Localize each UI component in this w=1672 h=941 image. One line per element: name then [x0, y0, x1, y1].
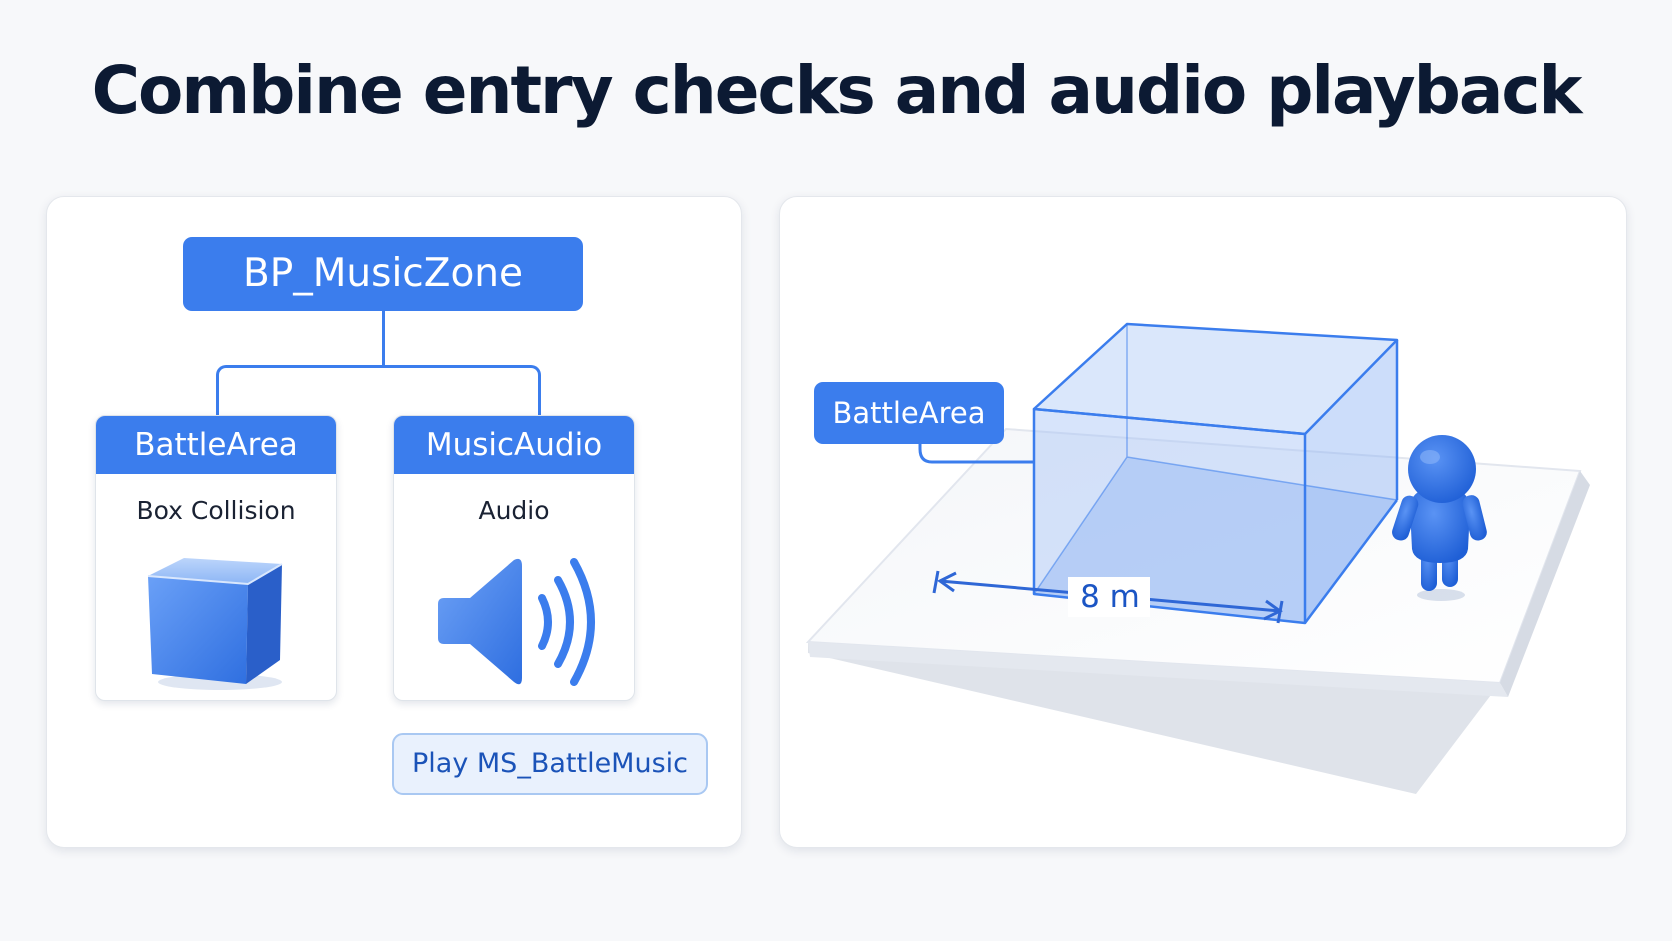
battle-area-tag[interactable]: BattleArea	[814, 382, 1004, 444]
hierarchy-panel: BP_MusicZone BattleArea Box Collision	[46, 196, 742, 848]
battle-area-type: Box Collision	[136, 496, 296, 525]
battle-area-card[interactable]: BattleArea Box Collision	[95, 415, 337, 701]
root-node[interactable]: BP_MusicZone	[183, 237, 583, 311]
connector-trunk	[382, 311, 385, 367]
music-audio-header: MusicAudio	[394, 416, 634, 474]
cube-icon	[147, 558, 283, 690]
page-title: Combine entry checks and audio playback	[91, 52, 1583, 129]
dimension-label: 8 m	[1080, 579, 1140, 615]
floor-icon	[805, 427, 1590, 794]
battle-area-header: BattleArea	[96, 416, 336, 474]
music-audio-type: Audio	[478, 496, 550, 525]
connector-branch	[216, 365, 541, 418]
speaker-icon	[438, 558, 595, 686]
scene-panel: 8 m BattleArea	[779, 196, 1627, 848]
scene-canvas: 8 m	[805, 322, 1590, 794]
play-music-action[interactable]: Play MS_BattleMusic	[392, 733, 708, 795]
tag-leader-line	[918, 419, 1034, 464]
trigger-box-icon	[1032, 322, 1399, 625]
character-icon[interactable]	[1390, 435, 1489, 601]
dimension-label-bg	[1068, 577, 1150, 617]
music-audio-card[interactable]: MusicAudio Audio	[393, 415, 635, 701]
